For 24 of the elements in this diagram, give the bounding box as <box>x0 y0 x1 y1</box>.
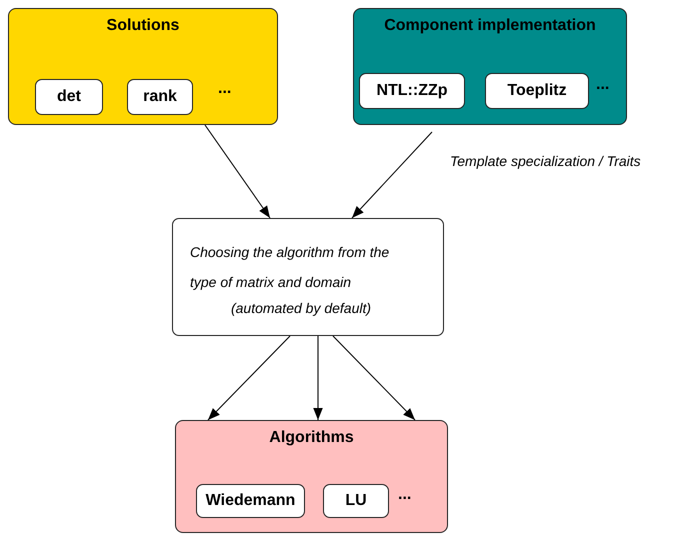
arrow <box>313 336 323 420</box>
arrow <box>208 336 290 420</box>
arrow <box>204 124 270 218</box>
component-box: NTL::ZZp <box>359 73 465 109</box>
component-box: LU <box>323 484 389 518</box>
component-box: Wiedemann <box>196 484 305 518</box>
process-box <box>172 218 444 336</box>
process-text: Choosing the algorithm from the type of matrix and domain <box>190 243 390 292</box>
group-title: Algorithms <box>268 429 355 447</box>
edge-label: Template specialization / Traits <box>450 153 641 169</box>
ellipsis: ... <box>218 80 232 98</box>
group-title: Solutions <box>106 17 180 35</box>
process-text: (automated by default) <box>230 299 372 318</box>
component-box: rank <box>127 79 193 115</box>
arrow <box>332 336 416 420</box>
component-box: det <box>35 79 103 115</box>
ellipsis: ... <box>596 76 610 94</box>
group-title: Component implementation <box>383 17 597 35</box>
group-box <box>8 8 278 125</box>
component-box: Toeplitz <box>485 73 589 109</box>
arrow <box>352 132 432 218</box>
group-box <box>353 8 627 125</box>
ellipsis: ... <box>398 486 412 504</box>
group-box <box>175 420 448 533</box>
